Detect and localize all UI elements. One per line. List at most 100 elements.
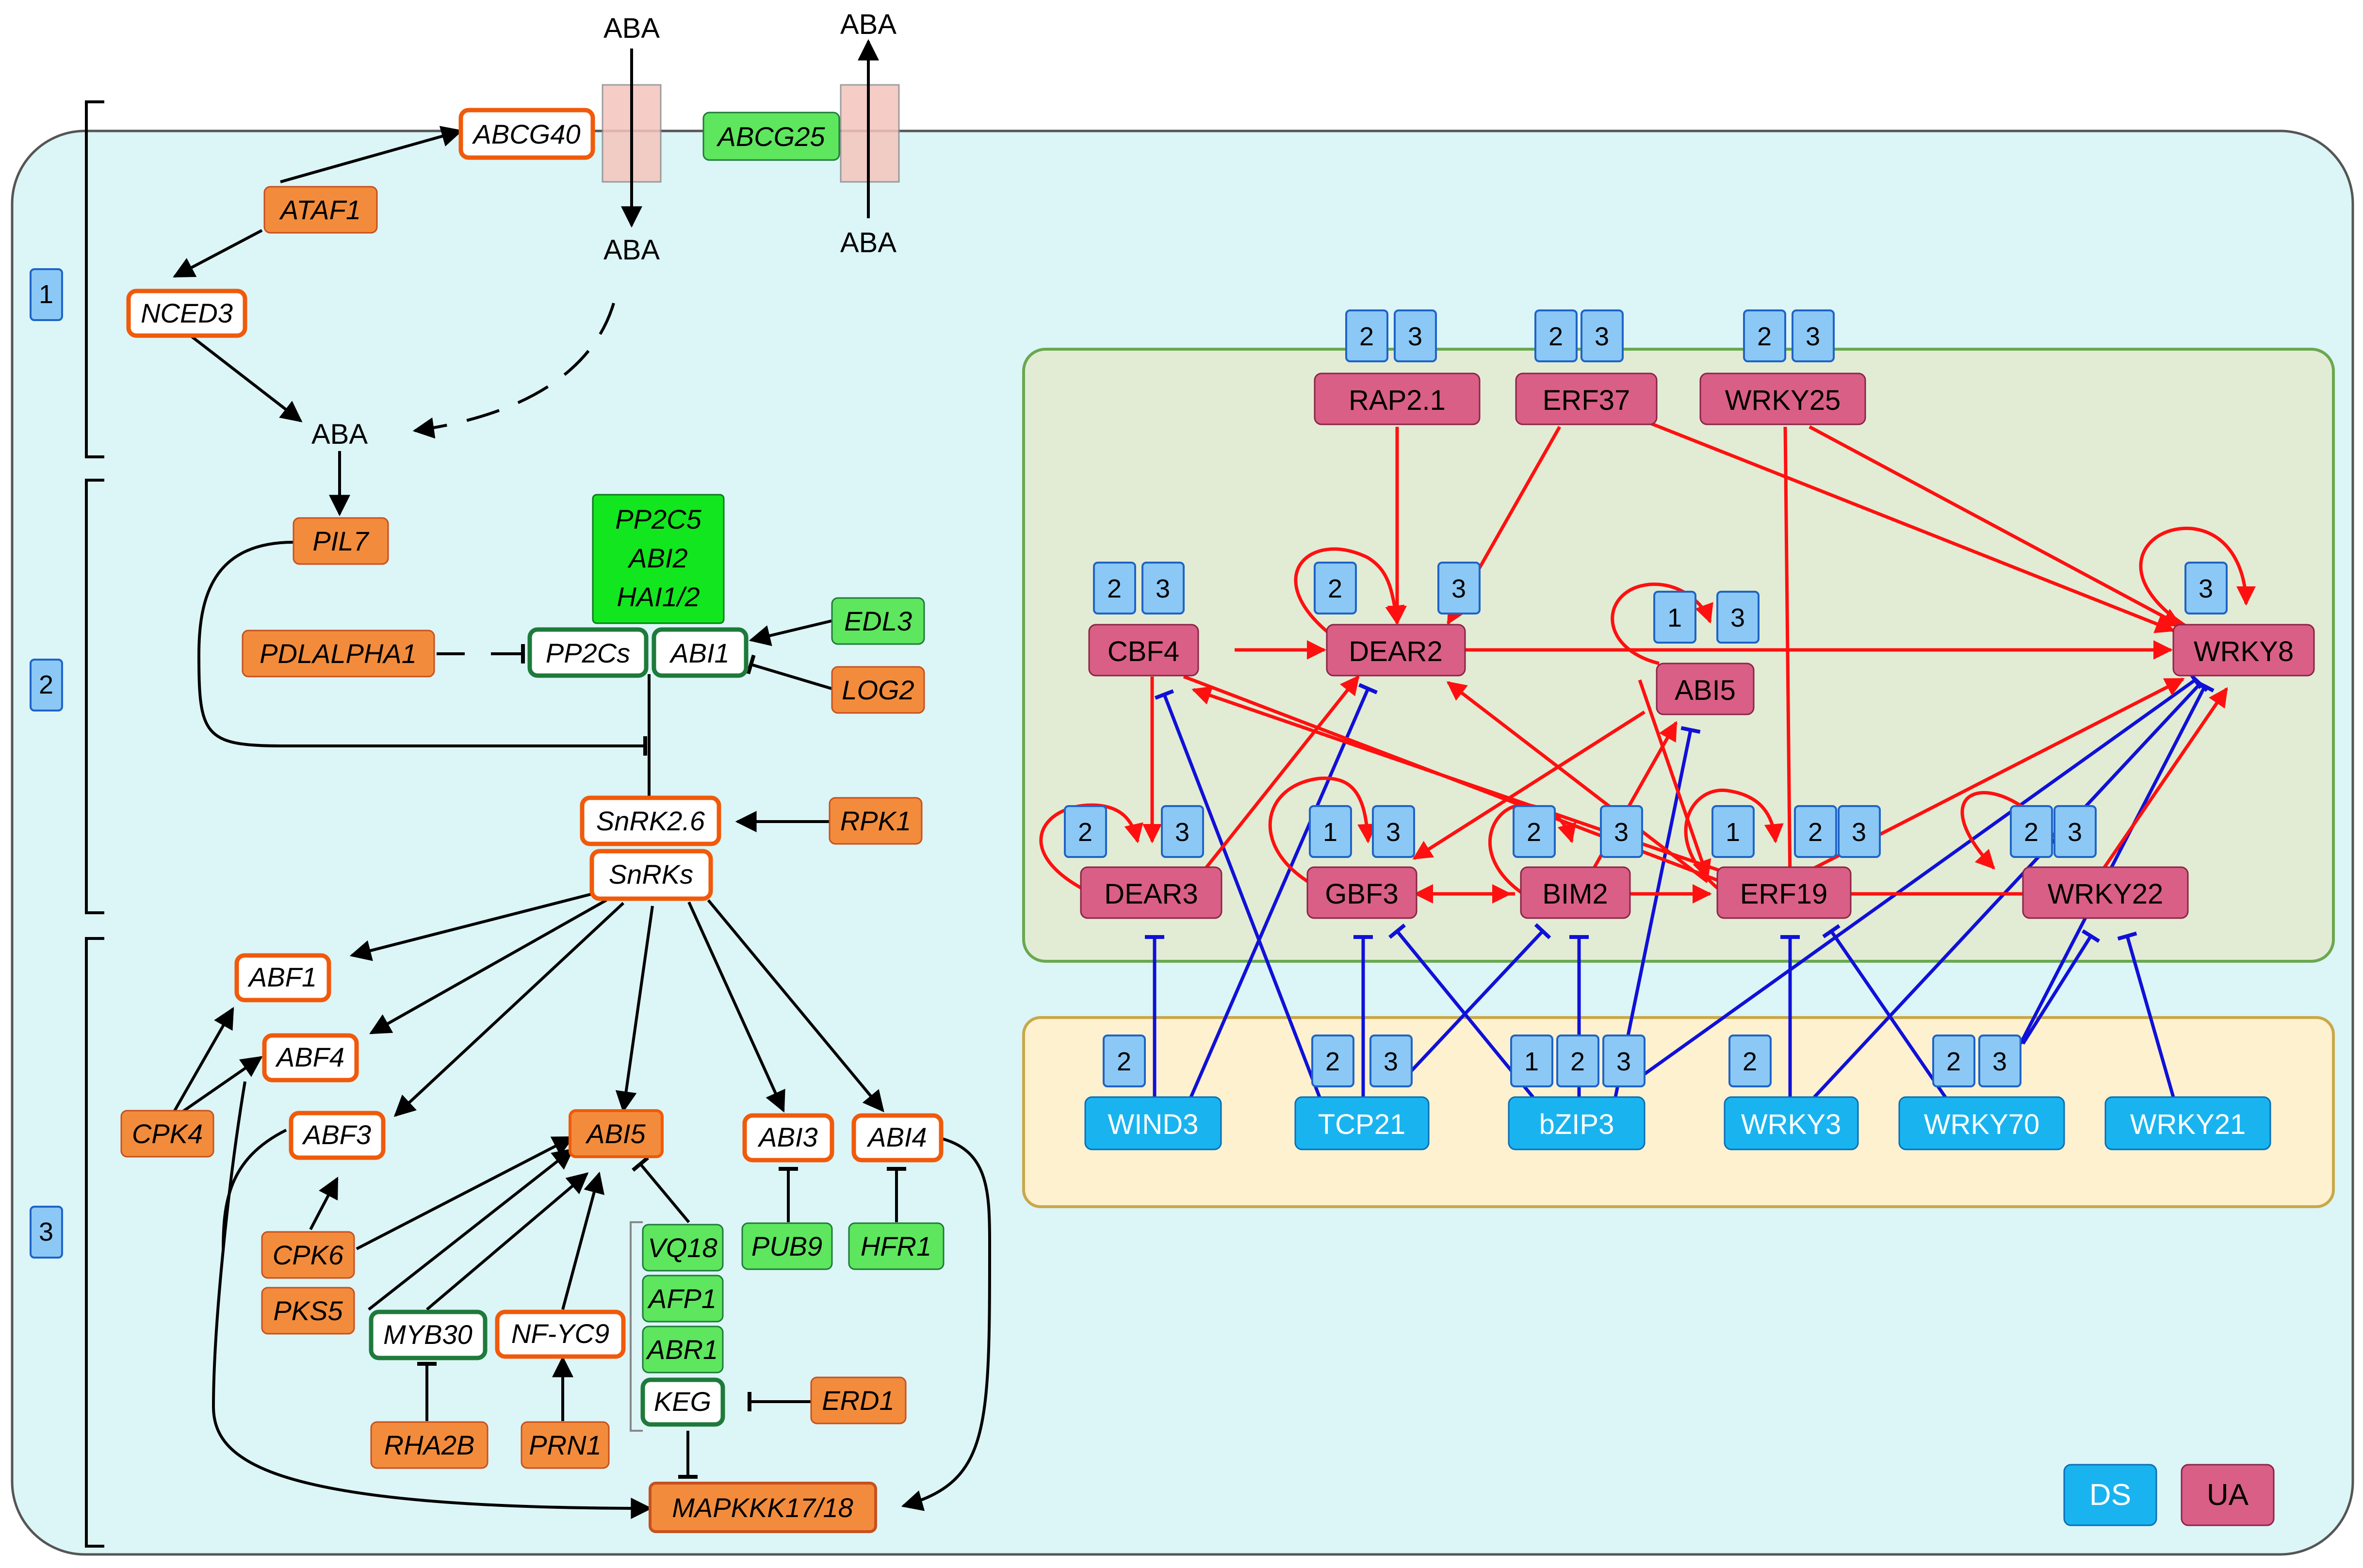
node-log2: LOG2 [831,666,925,714]
left-edges [173,39,992,1519]
svg-text:2: 2 [1743,1047,1757,1076]
aba-text-labels: ABA ABA ABA ABA ABA [311,9,896,450]
svg-text:RHA2B: RHA2B [384,1430,475,1460]
badge: 2 [1064,805,1107,858]
svg-text:GBF3: GBF3 [1325,878,1399,910]
badge: 3 [2053,805,2097,858]
stage-brackets [85,100,104,1548]
aba-inside-2: ABA [840,227,896,259]
badge: 3 [1161,805,1204,858]
svg-text:ERD1: ERD1 [822,1385,894,1416]
svg-text:3: 3 [1730,603,1745,632]
node-abi1: ABI1 [652,627,749,678]
node-pp2cs: PP2Cs [527,627,649,678]
svg-text:NF-YC9: NF-YC9 [511,1318,609,1349]
node-nced3: NCED3 [126,289,247,338]
svg-text:3: 3 [1451,574,1466,603]
svg-text:MAPKKK17/18: MAPKKK17/18 [672,1492,853,1523]
badge: 2 [1314,562,1357,614]
node-pks5: PKS5 [261,1287,355,1335]
badge: 1 [1653,591,1696,644]
svg-text:3: 3 [1614,818,1629,847]
svg-text:2: 2 [1808,818,1823,847]
node-abi3: ABI3 [742,1113,834,1163]
badge: 2 [1728,1035,1772,1087]
ua-node-abi5: ABI5 [1656,663,1755,715]
node-cpk4: CPK4 [120,1110,214,1158]
badge: 2 [1556,1035,1599,1087]
svg-text:PP2Cs: PP2Cs [546,638,630,668]
badge: 2 [1534,309,1578,362]
node-abi4: ABI4 [851,1113,944,1163]
svg-text:3: 3 [1992,1047,2007,1076]
svg-text:1: 1 [1524,1047,1539,1076]
svg-text:3: 3 [1408,322,1422,351]
ua-node-dear3: DEAR3 [1080,866,1222,919]
svg-text:ERF37: ERF37 [1543,385,1630,416]
network-stage-badges: 2 3 2 3 2 3 2 3 2 3 1 3 3 2 3 1 3 2 3 1 … [1064,309,2228,1087]
ua-node-wrky22: WRKY22 [2022,866,2189,919]
node-abf1: ABF1 [234,953,331,1002]
node-pp2c-group: PP2C5 ABI2 HAI1/2 [592,494,725,624]
badge: 3 [1838,805,1881,858]
svg-text:RAP2.1: RAP2.1 [1349,385,1446,416]
node-nfyc9: NF-YC9 [495,1309,626,1359]
svg-text:3: 3 [1595,322,1609,351]
node-abf3: ABF3 [289,1111,386,1160]
svg-text:WRKY21: WRKY21 [2130,1109,2246,1140]
badge: 3 [1437,562,1481,614]
svg-text:UA: UA [2207,1478,2249,1512]
badge: 1 [1510,1035,1553,1087]
svg-text:WRKY8: WRKY8 [2194,636,2294,667]
ds-node-wrky21: WRKY21 [2104,1096,2271,1150]
svg-text:KEG: KEG [654,1386,711,1417]
svg-text:CBF4: CBF4 [1108,636,1179,667]
aba-inside-1: ABA [603,234,660,266]
svg-text:ERF19: ERF19 [1740,878,1828,910]
badge: 2 [1513,805,1556,858]
svg-text:2: 2 [1359,322,1374,351]
svg-text:2: 2 [1946,1047,1961,1076]
svg-text:2: 2 [1527,818,1541,847]
ua-node-bim2: BIM2 [1520,866,1631,919]
svg-text:VQ18: VQ18 [648,1232,717,1263]
node-vq18: VQ18 [642,1224,724,1272]
badge: 1 [1309,805,1352,858]
node-abcg40: ABCG40 [458,108,595,160]
keg-group-bracket [630,1221,643,1432]
legend-ua: UA [2181,1464,2275,1526]
svg-text:2: 2 [39,670,53,699]
svg-text:ABCG40: ABCG40 [472,119,581,149]
svg-text:ABI5: ABI5 [585,1118,646,1149]
node-prn1: PRN1 [521,1421,610,1469]
svg-text:WRKY3: WRKY3 [1741,1109,1841,1140]
node-abf4: ABF4 [262,1033,359,1083]
aba-outside-2: ABA [840,9,896,40]
svg-text:3: 3 [39,1217,53,1246]
svg-text:2: 2 [2024,818,2038,847]
badge: 3 [1716,591,1760,644]
svg-text:ABI4: ABI4 [866,1122,927,1152]
svg-text:ABCG25: ABCG25 [717,121,826,152]
svg-text:TCP21: TCP21 [1318,1109,1406,1140]
ds-node-tcp21: TCP21 [1294,1096,1430,1150]
node-edl3: EDL3 [831,597,925,645]
svg-text:1: 1 [39,280,53,309]
svg-text:3: 3 [2199,574,2213,603]
node-abi5-left: ABI5 [569,1109,664,1158]
node-rpk1: RPK1 [829,797,923,845]
svg-text:ABI3: ABI3 [757,1122,817,1152]
svg-text:PUB9: PUB9 [751,1231,822,1261]
svg-text:2: 2 [1078,818,1092,847]
node-myb30: MYB30 [369,1309,488,1360]
node-pdlalpha1: PDLALPHA1 [242,630,435,678]
svg-text:3: 3 [1156,574,1170,603]
svg-text:3: 3 [1175,818,1190,847]
node-snrk26: SnRK2.6 [580,795,721,846]
badge: 3 [1372,805,1415,858]
svg-text:ATAF1: ATAF1 [279,194,361,225]
node-abcg25: ABCG25 [702,112,840,161]
badge: 3 [1602,1035,1646,1087]
svg-text:1: 1 [1323,818,1337,847]
svg-text:1: 1 [1667,603,1682,632]
